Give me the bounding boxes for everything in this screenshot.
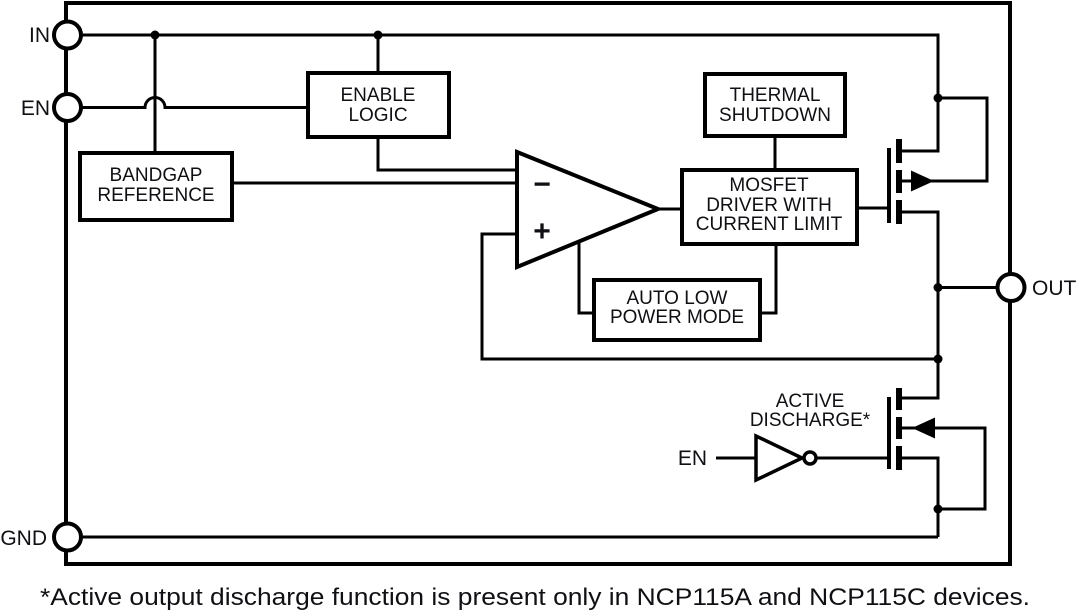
active-discharge-label: DISCHARGE* [750,410,871,431]
pin-gnd-label: GND [0,527,47,550]
pin-in-terminal [52,19,83,51]
wire-nmos-body-tie [899,426,987,511]
auto-low-power-mode-label: POWER MODE [610,307,744,328]
junction-dot [933,93,943,103]
inverter-en-label: EN [678,447,707,470]
pin-gnd-terminal [52,521,83,553]
pin-out-label: OUT [1032,277,1077,300]
junction-dot [933,283,943,292]
junction-dot [373,30,383,40]
pin-in-label: IN [29,24,50,47]
mosfet-driver-label: CURRENT LIMIT [696,214,843,235]
wire-pmos-body-tie [899,96,989,183]
pin-en-label: EN [21,97,50,120]
junction-dots [150,30,943,514]
pin-gnd: GND [0,521,83,553]
opamp-plus-symbol: + [533,215,551,248]
enable-inverter: EN [678,433,818,483]
mosfet-driver-box [680,168,859,246]
pin-en: EN [21,92,83,123]
auto-low-power-mode-label: AUTO LOW [627,288,728,309]
bandgap-reference-label: BANDGAP [110,165,203,186]
thermal-shutdown-box [703,72,847,138]
enable-logic-box [306,71,451,139]
block-mosfet-driver: MOSFET DRIVER WITH CURRENT LIMIT [680,168,859,246]
wire-en-rail [82,96,308,109]
footnote-text: *Active output discharge function is pre… [40,584,1030,611]
block-bandgap-reference: BANDGAP REFERENCE [78,151,234,222]
wire-feedback [480,232,938,361]
pin-out: OUT [995,272,1077,303]
pin-in: IN [29,19,83,51]
nmos-discharge-transistor [887,388,935,470]
pin-out-terminal [995,272,1027,303]
active-discharge-caption: ACTIVE DISCHARGE* [750,391,871,431]
block-auto-low-power-mode: AUTO LOW POWER MODE [592,278,762,342]
thermal-shutdown-label: THERMAL [730,85,821,106]
enable-logic-label: LOGIC [348,105,407,126]
junction-dot [933,504,943,514]
thermal-shutdown-label: SHUTDOWN [719,105,831,126]
error-amplifier: − + [515,149,664,270]
junction-dot [933,354,943,364]
wire-in-rail [81,33,940,153]
pin-en-terminal [52,92,83,123]
wire-out-node [899,210,940,400]
wire-discharge-source [899,456,940,537]
wire-opamp-to-alpm [577,242,594,315]
block-enable-logic: ENABLE LOGIC [306,71,451,139]
ic-boundary-box [64,1,1012,566]
opamp-triangle [515,149,664,270]
enable-logic-label: ENABLE [341,85,416,106]
auto-low-power-mode-box [592,278,762,342]
mosfet-driver-label: MOSFET [729,175,809,196]
pmos-pass-transistor [887,139,934,224]
bandgap-reference-box [78,151,234,222]
wire-alpm-to-driver [760,244,778,315]
mosfet-driver-label: DRIVER WITH [706,195,832,216]
opamp-minus-symbol: − [533,168,551,201]
wire-enable-to-opamp [376,137,517,172]
junction-dot [150,30,160,40]
pmos-body-arrow [911,170,934,192]
nmos-body-arrow [912,417,935,439]
active-discharge-label: ACTIVE [776,391,845,412]
inverter-bubble [802,450,818,466]
wires [81,33,998,539]
inverter-triangle [754,433,807,483]
bandgap-reference-label: REFERENCE [97,185,214,206]
block-thermal-shutdown: THERMAL SHUTDOWN [703,72,847,138]
